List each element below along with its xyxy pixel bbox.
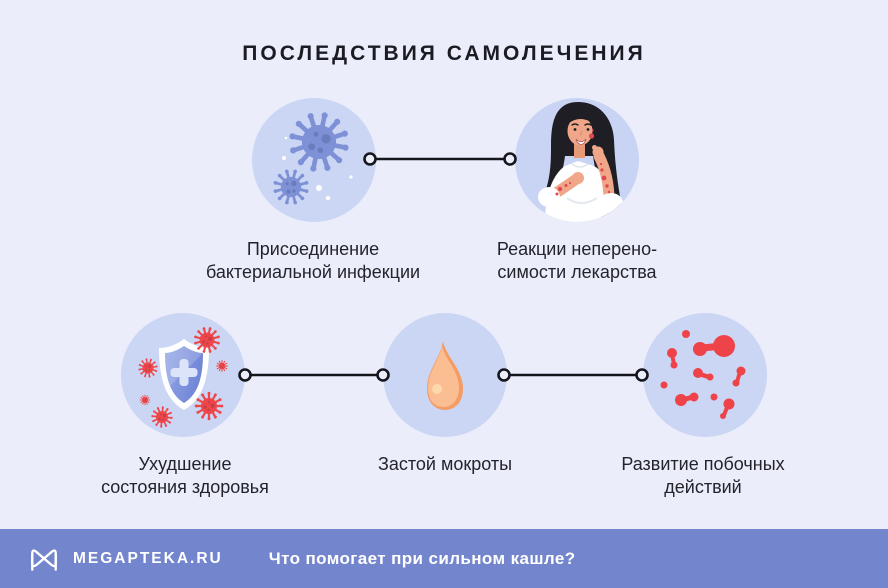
label-health-decline: Ухудшение состояния здоровья — [101, 454, 269, 497]
shield-cross-viruses-icon — [121, 313, 245, 437]
bubble-mucus-stagnation — [383, 313, 507, 437]
connector-line — [235, 365, 393, 385]
label-side-effects: Развитие побочных действий — [621, 454, 785, 497]
bubble-drug-intolerance — [515, 98, 639, 222]
allergic-reaction-woman-icon — [515, 98, 639, 222]
connector-line — [494, 365, 652, 385]
label-bacterial-infection: Присоединение бактериальной инфекции — [205, 239, 421, 282]
bubble-side-effects — [643, 313, 767, 437]
footer-brand: MEGAPTEKA.RU — [73, 549, 223, 567]
virus-icon — [252, 98, 376, 222]
label-mucus-stagnation: Застой мокроты — [377, 454, 513, 474]
megapteka-m-logo-icon — [28, 545, 60, 573]
connector-line — [360, 149, 520, 169]
bubble-bacterial-infection — [252, 98, 376, 222]
bubble-health-decline — [121, 313, 245, 437]
footer-bar: MEGAPTEKA.RU Что помогает при сильном ка… — [0, 529, 888, 588]
label-drug-intolerance: Реакции неперено- симости лекарства — [496, 239, 658, 282]
page-title: ПОСЛЕДСТВИЯ САМОЛЕЧЕНИЯ — [242, 42, 646, 65]
mucus-drop-icon — [383, 313, 507, 437]
footer-question: Что помогает при сильном кашле? — [268, 548, 576, 568]
molecules-icon — [643, 313, 767, 437]
